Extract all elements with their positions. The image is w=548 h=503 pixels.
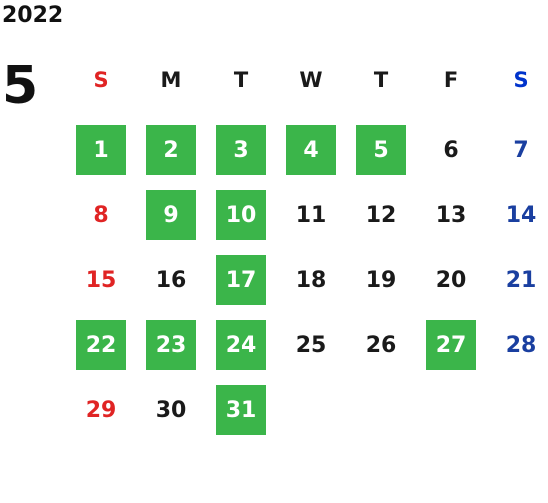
day-cell[interactable]: 27	[426, 320, 476, 370]
day-cell[interactable]: 1	[76, 125, 126, 175]
day-cell[interactable]: 23	[146, 320, 196, 370]
day-cell[interactable]: 2	[146, 125, 196, 175]
day-cell[interactable]: 25	[295, 332, 327, 358]
month-number: 5	[2, 56, 39, 116]
weekday-header-sun: S	[93, 68, 109, 92]
day-cell[interactable]: 4	[286, 125, 336, 175]
day-cell[interactable]: 12	[365, 202, 397, 228]
day-cell[interactable]: 28	[505, 332, 537, 358]
day-cell[interactable]: 10	[216, 190, 266, 240]
day-cell[interactable]: 14	[505, 202, 537, 228]
day-cell[interactable]: 30	[155, 397, 187, 423]
weekday-header-fri: F	[443, 68, 459, 92]
weekday-header-mon: M	[160, 68, 182, 92]
day-cell[interactable]: 26	[365, 332, 397, 358]
day-cell[interactable]: 9	[146, 190, 196, 240]
day-cell[interactable]: 19	[365, 267, 397, 293]
day-cell[interactable]: 24	[216, 320, 266, 370]
year-label: 2022	[2, 3, 64, 28]
day-cell[interactable]: 13	[435, 202, 467, 228]
day-cell[interactable]: 5	[356, 125, 406, 175]
day-cell[interactable]: 7	[513, 137, 529, 163]
weekday-header-thu: T	[373, 68, 389, 92]
day-cell[interactable]: 29	[85, 397, 117, 423]
day-cell[interactable]: 16	[155, 267, 187, 293]
day-cell[interactable]: 20	[435, 267, 467, 293]
weekday-header-tue: T	[233, 68, 249, 92]
day-cell[interactable]: 3	[216, 125, 266, 175]
day-cell[interactable]: 21	[505, 267, 537, 293]
day-cell[interactable]: 22	[76, 320, 126, 370]
day-cell[interactable]: 6	[443, 137, 459, 163]
day-cell[interactable]: 15	[85, 267, 117, 293]
day-cell[interactable]: 18	[295, 267, 327, 293]
day-cell[interactable]: 17	[216, 255, 266, 305]
day-cell[interactable]: 11	[295, 202, 327, 228]
weekday-header-wed: W	[299, 68, 323, 92]
weekday-header-sat: S	[513, 68, 529, 92]
day-cell[interactable]: 8	[93, 202, 109, 228]
day-cell[interactable]: 31	[216, 385, 266, 435]
